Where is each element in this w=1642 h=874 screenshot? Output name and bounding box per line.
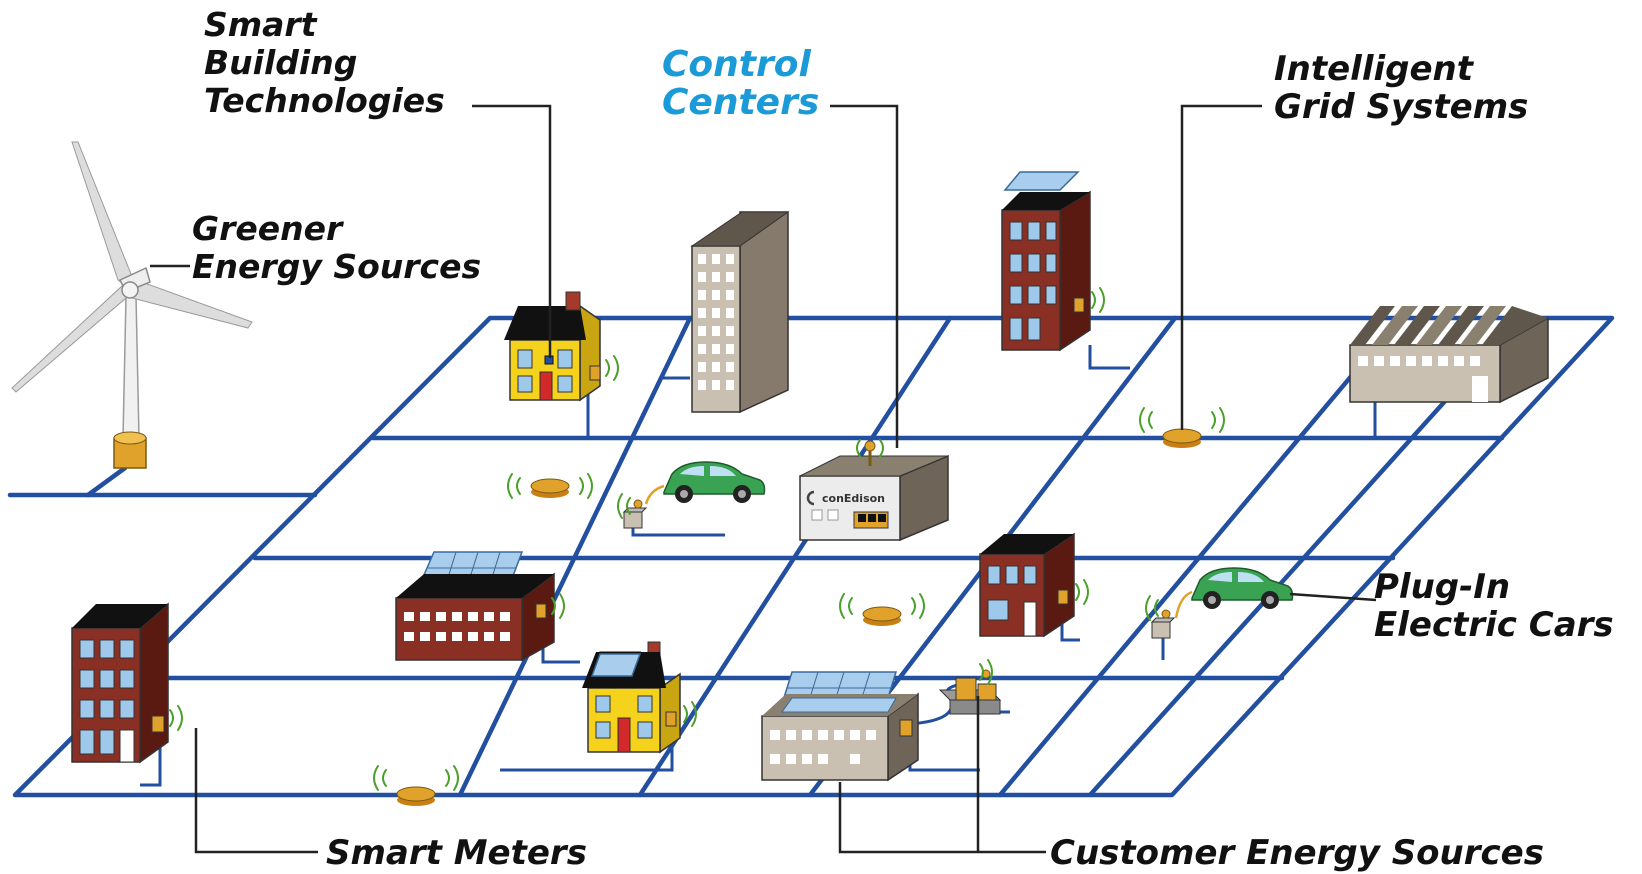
callout-leaders [150, 104, 1377, 854]
smart-house-bottom [582, 641, 681, 754]
feeder-lines [140, 345, 1377, 787]
grid-outline [12, 315, 1615, 798]
label-control-centers-line1: Control [662, 44, 811, 85]
label-control-centers-line2: Centers [662, 82, 819, 123]
label-smart-meters: Smart Meters [326, 833, 587, 873]
smart-house-top [504, 291, 601, 402]
label-plug-in-cars: Plug-In Electric Cars [1374, 567, 1614, 645]
label-greener-energy: Greener Energy Sources [192, 209, 481, 286]
label-customer-energy-sources: Customer Energy Sources [1050, 833, 1544, 873]
brick-building-left [71, 602, 169, 764]
label-intelligent-grid-line1: Intelligent [1274, 49, 1475, 89]
grey-office-solar [761, 671, 919, 782]
electric-car-top [644, 461, 766, 505]
meter-signals [169, 287, 1159, 731]
grid-sensor-nodes [373, 407, 1225, 806]
label-smart-building-line1: Smart [204, 5, 318, 44]
label-plug-in-cars-line1: Plug-In [1374, 567, 1510, 607]
label-greener-energy-line1: Greener [192, 209, 344, 248]
label-control-centers: Control Centers [662, 44, 819, 123]
office-tower [690, 211, 790, 414]
generator-unit [938, 669, 1002, 715]
wind-turbine [11, 141, 253, 469]
label-smart-building: Smart Building Technologies [204, 5, 445, 120]
charger-right [1150, 609, 1176, 639]
grid-sensor [1139, 407, 1225, 448]
grid-sensor [373, 765, 459, 806]
brick-building-mid [979, 532, 1075, 638]
label-smart-building-line3: Technologies [204, 81, 445, 120]
label-plug-in-cars-line2: Electric Cars [1374, 605, 1614, 645]
grid-sensor [839, 593, 925, 626]
grid-sensor [507, 473, 593, 499]
utility-logo-text: conEdison [822, 492, 885, 505]
label-intelligent-grid-line2: Grid Systems [1274, 87, 1528, 127]
label-smart-building-line2: Building [204, 43, 357, 82]
control-center-building: conEdison [799, 440, 949, 542]
factory [1349, 306, 1549, 404]
brick-office-solar [395, 551, 555, 662]
label-intelligent-grid: Intelligent Grid Systems [1274, 49, 1528, 127]
brick-building-top [1001, 171, 1091, 352]
electric-car-right [1174, 567, 1294, 619]
charger-top [622, 499, 648, 529]
label-greener-energy-line2: Energy Sources [192, 247, 481, 286]
